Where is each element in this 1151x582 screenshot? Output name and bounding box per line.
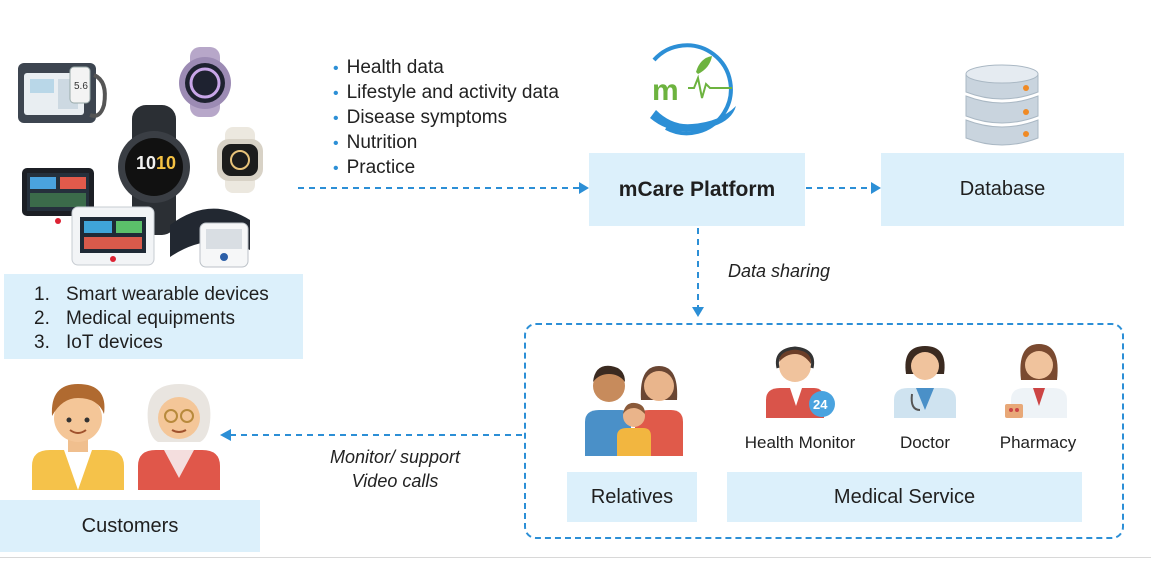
devices-list-item: 2.Medical equipments: [34, 308, 235, 329]
data-type-item: Nutrition: [333, 131, 559, 156]
arrow-platform-to-database: [806, 182, 881, 194]
medical-service-label: Medical Service: [833, 485, 976, 508]
arrow-devices-to-platform: [298, 182, 589, 194]
pharmacist-icon: [1005, 344, 1067, 418]
data-type-item: Lifestyle and activity data: [333, 81, 559, 106]
arrow-platform-to-services: [692, 228, 704, 317]
devices-illustration: 5.6 10 10: [18, 47, 263, 268]
customers-box: Customers: [0, 500, 260, 552]
senior-customer-icon: [138, 384, 220, 490]
doctor-label: Doctor: [899, 433, 951, 452]
sports-watch-icon: 10 10: [118, 105, 190, 235]
svg-text:10: 10: [136, 153, 156, 173]
blood-pressure-monitor-icon: 5.6: [18, 63, 107, 123]
doctor-icon: [894, 346, 956, 418]
bottom-divider: [0, 557, 1151, 558]
mcare-logo-icon: m: [650, 43, 736, 136]
data-sharing-label: Data sharing: [728, 261, 831, 281]
database-label: Database: [959, 178, 1046, 200]
cuff-bp-device-icon: [170, 208, 250, 268]
svg-text:10: 10: [156, 153, 176, 173]
devices-list-item: 3.IoT devices: [34, 332, 163, 353]
devices-list-box: 1.Smart wearable devices 2.Medical equip…: [4, 274, 303, 359]
pharmacy-label: Pharmacy: [999, 433, 1077, 452]
patient-monitor-icon: [22, 168, 94, 224]
data-type-item: Health data: [333, 56, 559, 81]
arrow-services-to-customers: [220, 429, 524, 441]
mcare-platform-label: mCare Platform: [618, 177, 776, 201]
health-monitor-badge: 24: [813, 397, 828, 412]
health-monitor-label: Health Monitor: [744, 433, 856, 452]
devices-list: 1.Smart wearable devices 2.Medical equip…: [34, 283, 269, 355]
data-types-list: Health data Lifestyle and activity data …: [333, 56, 559, 181]
customers-label: Customers: [81, 514, 179, 537]
database-box: Database: [881, 153, 1124, 226]
devices-list-item: 1.Smart wearable devices: [34, 284, 269, 305]
young-customer-icon: [32, 384, 124, 490]
data-type-item: Practice: [333, 156, 559, 181]
database-icon: [965, 64, 1039, 146]
relatives-label: Relatives: [590, 485, 674, 508]
smartwatch-white-icon: [217, 127, 263, 193]
monitor-line1: Monitor/ support: [329, 447, 461, 467]
svg-text:5.6: 5.6: [74, 81, 88, 92]
smartwatch-purple-icon: [179, 47, 231, 117]
medical-service-box: Medical Service: [727, 472, 1082, 522]
monitor-line2: Video calls: [351, 471, 439, 491]
services-frame: [524, 323, 1124, 539]
logo-letter: m: [652, 74, 679, 107]
vital-signs-monitor-icon: [71, 206, 155, 266]
relatives-box: Relatives: [567, 472, 697, 522]
data-type-item: Disease symptoms: [333, 106, 559, 131]
monitor-support-label: Monitor/ support Video calls: [300, 445, 490, 493]
family-icon: [585, 365, 683, 456]
health-monitor-icon: 24: [766, 346, 835, 418]
mcare-platform-box: mCare Platform: [589, 153, 805, 226]
